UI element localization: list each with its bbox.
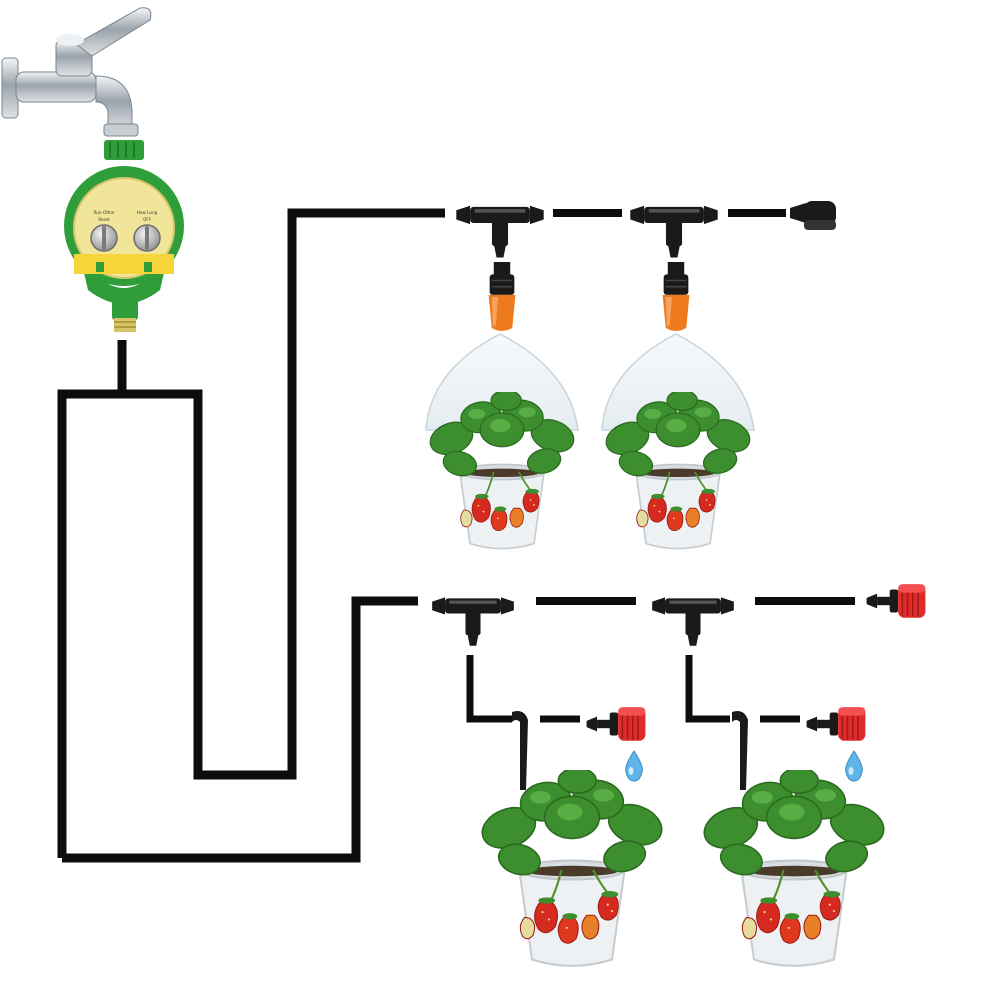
- mist-nozzle-icon: [487, 262, 517, 332]
- drip-emitter-icon: [585, 706, 647, 742]
- upper-pot-left: [424, 333, 580, 550]
- water-timer-icon: Run Often Reset How Long OFF: [64, 140, 184, 332]
- lateral-right: [685, 655, 730, 723]
- water-drop-icon: [625, 750, 643, 782]
- tee-connector-icon: [432, 597, 514, 646]
- upper-fittings: [456, 201, 836, 332]
- strawberry-pot-icon: [697, 770, 891, 967]
- pipe-lower-feed: [62, 596, 418, 863]
- dial-right-sublabel: OFF: [143, 217, 151, 222]
- drip-stake-icon: [732, 711, 748, 790]
- tee-connector-icon: [630, 205, 718, 258]
- tee-connector-icon: [456, 205, 544, 258]
- lateral-left: [466, 655, 512, 723]
- drip-laterals: [466, 655, 800, 723]
- dial-right-label: How Long: [137, 210, 158, 215]
- timer-face: [73, 177, 175, 279]
- dial-left-label: Run Often: [94, 210, 115, 215]
- water-drop-icon: [845, 750, 863, 782]
- drip-emitter-icon: [805, 706, 867, 742]
- strawberry-pot-icon: [475, 770, 669, 967]
- faucet-icon: [1, 7, 152, 137]
- mist-nozzle-icon: [661, 262, 691, 332]
- dial-left-sublabel: Reset: [98, 217, 110, 222]
- drip-emitter-icon: [865, 583, 927, 619]
- drip-stake-icon: [512, 711, 528, 790]
- lower-fittings: [432, 583, 927, 790]
- upper-pot-right: [600, 333, 756, 550]
- tee-connector-icon: [652, 597, 734, 646]
- pipe-network: [57, 208, 445, 863]
- end-plug-icon: [790, 201, 836, 230]
